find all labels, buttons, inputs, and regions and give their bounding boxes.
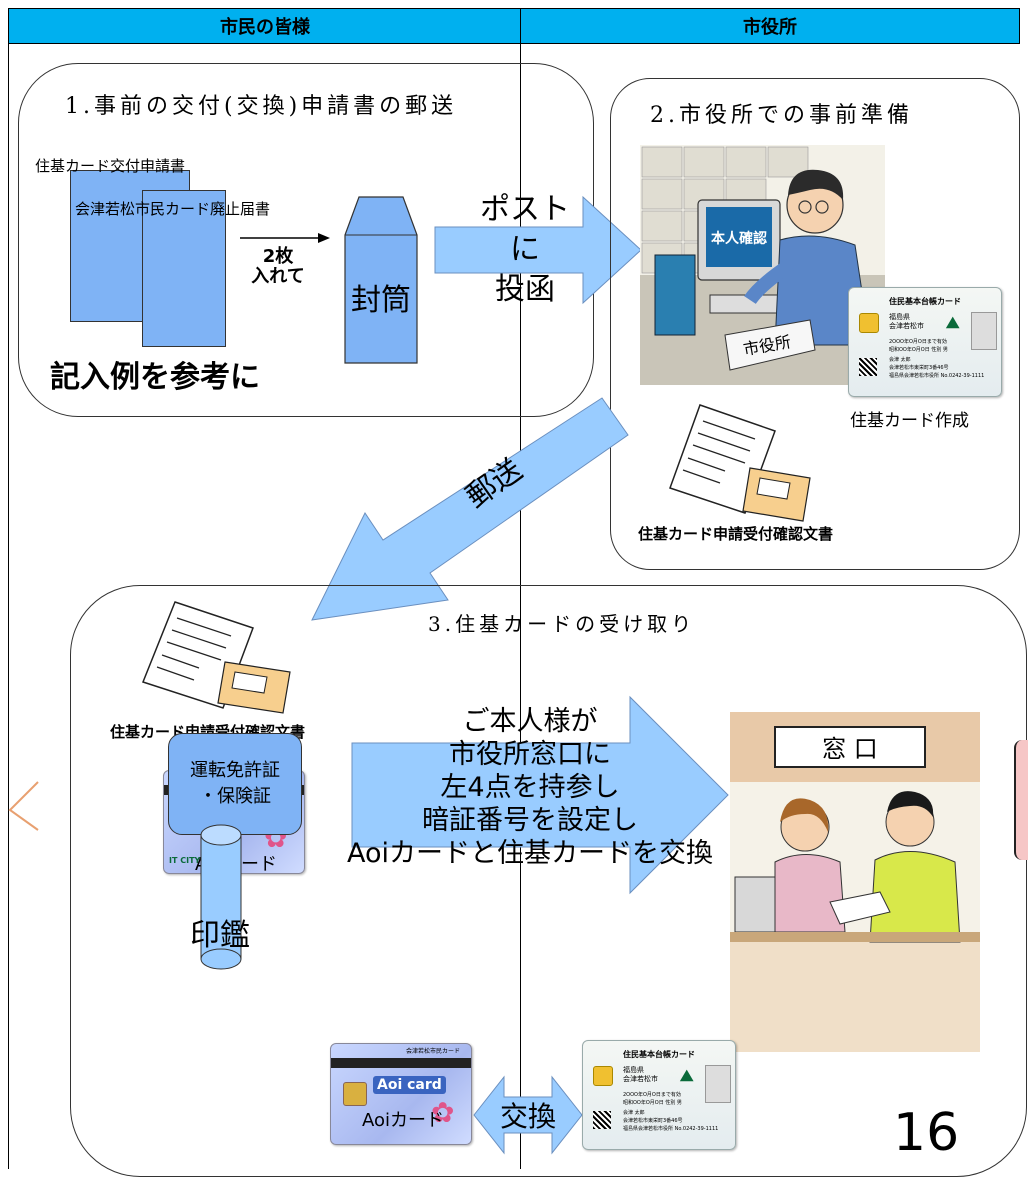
confirmation-document-illustration [669,404,811,522]
aoi-card-bottom: 会津若松市民カード Aoi card ✿ [330,1043,472,1145]
juki-card-photo [971,312,997,350]
step3-title: 3.住基カードの受け取り [428,612,696,636]
header-city-office-label: 市役所 [743,17,797,38]
juki-card-bottom-name: 会津 太郎 [623,1110,645,1116]
header-citizens: 市民の皆様 [8,8,522,44]
juki-card-bottom-line1: 2OOO年O月O日まで有効 [623,1092,681,1098]
aoi-card-bottom-top: 会津若松市民カード [406,1048,461,1055]
juki-card-bottom-line2: 昭和OO年O月O日 性別 男 [623,1100,682,1106]
juki-card-issuer: 福島県会津若松市役所 No.0242-39-1111 [889,373,985,379]
post-arrow-label: ポスト に 投函 [480,192,570,307]
aoi-card-bottom-label: Aoiカード [362,1110,445,1131]
right-edge-decoration [1014,740,1028,860]
license-and-insurance-label: 運転免許証 ・保険証 [190,760,280,807]
post-arrow [434,195,642,305]
counter-sign-text: 窓 口 [822,735,878,763]
juki-card-bottom: 住民基本台帳カード 福島県 会津若松市 ⛰ 2OOO年O月O日まで有効 昭和OO… [582,1040,736,1150]
aoi-card-bottom-brand: Aoi card [373,1076,446,1094]
juki-card-bottom-pref: 福島県 [623,1066,644,1074]
juki-card-bottom-address: 会津若松市東栄町3番46号 [623,1118,683,1124]
column-divider [520,42,521,1169]
page-number: 16 [893,1103,960,1163]
header-city-office: 市役所 [520,8,1020,44]
juki-card-line2: 昭和OO年O月O日 性別 男 [889,347,948,353]
abolition-form-label: 会津若松市民カード廃止届書 [75,200,271,218]
juki-card-header: 住民基本台帳カード [889,297,961,306]
main-instructions: ご本人様が 市役所窓口に 左4点を持参し 暗証番号を設定し Aoiカードと住基カ… [346,706,713,869]
juki-card-bottom-chip-icon [593,1066,613,1086]
juki-card-bottom-photo [705,1065,731,1103]
confirm-doc-label-step2: 住基カード申請受付確認文書 [638,525,834,543]
left-border [8,42,9,1169]
juki-card-city: 会津若松市 [889,322,924,330]
step1-note: 記入例を参考に [50,360,260,395]
city-emblem-icon: ⛰ [946,313,960,332]
office-worker-illustration: 本人確認 市役所 [640,145,885,385]
monitor-text: 本人確認 [711,230,767,246]
juki-card-bottom-issuer: 福島県会津若松市役所 No.0242-39-1111 [623,1126,719,1132]
card-created-label: 住基カード作成 [850,411,969,431]
city-emblem-icon-bottom: ⛰ [680,1066,694,1085]
step2-title: 2.市役所での事前準備 [650,103,913,128]
step2-panel [610,78,1020,570]
confirmation-document-illustration-step3 [142,601,291,714]
header-citizens-label: 市民の皆様 [220,17,310,38]
juki-card-name: 会津 太郎 [889,357,911,363]
flower-icon-bottom: ✿ [431,1096,455,1129]
insert-arrow [240,233,330,243]
application-form-label: 住基カード交付申請書 [35,157,186,175]
envelope-label: 封筒 [351,283,411,318]
insert-arrow-label: 2枚 入れて [251,246,305,287]
qr-code-icon-bottom [593,1111,611,1129]
envelope [344,196,418,364]
juki-card-pref: 福島県 [889,313,910,321]
juki-card-bottom-header: 住民基本台帳カード [623,1050,695,1059]
mail-arrow [311,397,629,621]
aoi-card-bottom-stripe [331,1058,471,1068]
juki-card-line1: 2OOO年O月O日まで有効 [889,339,947,345]
abolition-form [142,190,226,347]
juki-card-step2: 住民基本台帳カード 福島県 会津若松市 ⛰ 2OOO年O月O日まで有効 昭和OO… [848,287,1002,397]
juki-card-chip-icon [859,313,879,333]
juki-card-address: 会津若松市東栄町3番46号 [889,365,949,371]
seal-label: 印鑑 [190,918,250,953]
aoi-card-bottom-chip-icon [343,1082,367,1106]
aoi-card-city: IT CITY [169,856,201,865]
license-and-insurance: 運転免許証 ・保険証 [168,733,302,835]
main-arrow [351,695,729,895]
qr-code-icon [859,358,877,376]
left-edge-decoration [8,781,39,831]
juki-card-bottom-city: 会津若松市 [623,1075,658,1083]
seal-icon [200,824,242,970]
counter-illustration: 窓 口 [730,712,980,1052]
step1-title: 1.事前の交付(交換)申請書の郵送 [65,94,458,119]
exchange-label: 交換 [499,1100,556,1133]
